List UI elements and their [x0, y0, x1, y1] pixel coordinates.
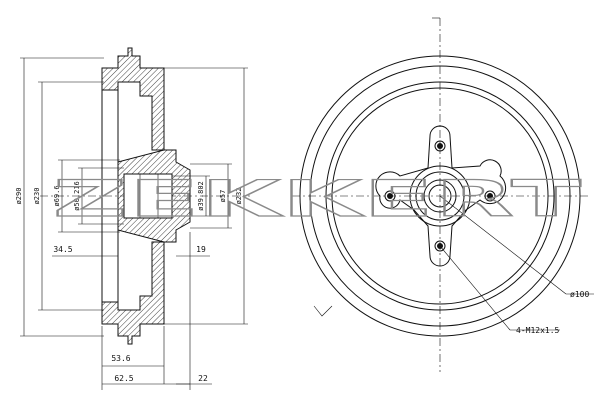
- dim-width-a: 53.6: [111, 354, 130, 363]
- bolt-hole-thread: [387, 193, 393, 199]
- bolt-hole: [434, 140, 446, 152]
- bolt-holes: [384, 140, 496, 252]
- section-arrow-mark: [313, 305, 333, 317]
- dim-width-c: 22: [198, 374, 208, 383]
- bolt-hole: [434, 240, 446, 252]
- dim-offset-b: 19: [196, 245, 206, 254]
- leader-bolt-thread: [439, 245, 511, 331]
- bore-circle: [423, 179, 457, 213]
- bolt-hole-thread: [487, 193, 493, 199]
- drum-wall-lower: [101, 241, 165, 345]
- drum-inner-circle: [331, 87, 549, 305]
- dim-hub-inner: ø50.216: [73, 181, 81, 211]
- dim-inner-diameter: ø230: [33, 188, 41, 205]
- brand-watermark: ZEKKERT: [53, 170, 583, 228]
- drum-wall-upper: [101, 47, 165, 151]
- dim-hub-outer: ø69.6: [53, 185, 61, 206]
- callout-pitch-circle: ø100: [570, 290, 589, 299]
- callout-bolt-thread: 4-M12x1.5: [516, 326, 560, 335]
- dim-outer-diameter: ø290: [15, 188, 23, 205]
- bolt-hole: [384, 190, 396, 202]
- side-section-view: ø290 ø230 ø69.6 ø50.216 ø39.802 ø57 ø232…: [15, 47, 250, 390]
- braking-surface-circle: [325, 81, 555, 311]
- front-view: ø100 4-M12x1.5: [292, 17, 594, 372]
- dim-offset-a: 34.5: [53, 245, 72, 254]
- hub-inner-ring: [415, 171, 465, 221]
- dim-bore: ø39.802: [197, 181, 205, 211]
- bolt-hole: [484, 190, 496, 202]
- dim-rim: ø232: [235, 188, 243, 205]
- drum-rim-circle: [309, 65, 571, 327]
- hub-flange: [375, 125, 507, 267]
- drum-outer-circle: [299, 55, 581, 337]
- bore-inner-circle: [428, 184, 452, 208]
- leader-pitch-circle: [439, 195, 567, 295]
- dim-hub-flange: ø57: [219, 190, 227, 203]
- hub-outer-ring: [409, 165, 471, 227]
- bolt-hole-thread: [437, 143, 443, 149]
- dim-width-b: 62.5: [114, 374, 133, 383]
- hub-bore: [123, 173, 173, 219]
